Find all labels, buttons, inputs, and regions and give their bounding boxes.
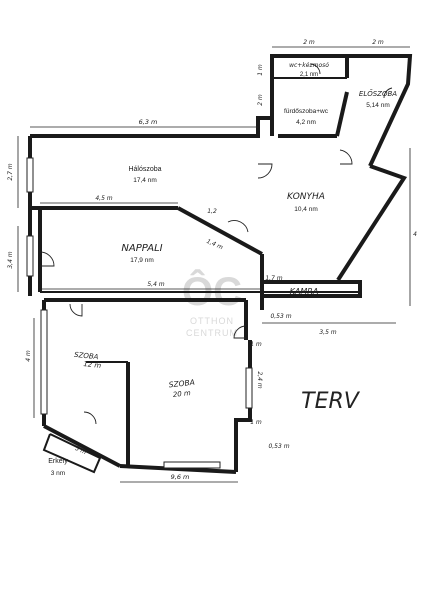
wc-area: 2,1 nm — [300, 72, 318, 78]
room-labels: Hálószoba 17,4 nm NAPPALI 17,9 nm KONYHA… — [48, 62, 397, 477]
dim-pantry-height: 1,7 m — [265, 275, 282, 282]
watermark-line2: CENTRUM — [186, 328, 238, 338]
dim-gap-upper: 0,53 m — [270, 313, 291, 320]
watermark-line1: OTTHON — [190, 316, 234, 326]
dimension-lines — [17, 46, 411, 483]
bathroom-area: 4,2 nm — [296, 119, 316, 126]
balcony-name: Erkély — [48, 458, 68, 465]
hall-area: 5,14 nm — [366, 102, 390, 109]
dim-bedroom-width: 6,3 m — [139, 118, 158, 126]
wc-name: wc+kézmosó — [289, 62, 329, 69]
dimension-labels: 2 m 2 m 1 m 2 m 6,3 m 2,7 m 4,5 m 1,2 3,… — [7, 39, 417, 481]
bathroom-name: fürdőszoba+wc — [284, 108, 329, 115]
dim-gap-lower: 0,53 m — [268, 443, 289, 450]
dim-right-edge: 4 — [413, 231, 417, 238]
dim-room1-height: 4 m — [25, 350, 32, 362]
dim-top-wc: 2 m — [303, 39, 315, 46]
pantry-name: KAMRA — [290, 287, 319, 296]
dim-bedroom-height: 2,7 m — [7, 163, 14, 180]
living-name: NAPPALI — [121, 243, 162, 254]
room2-name: SZOBA — [168, 378, 195, 390]
dim-hall-width: 4,5 m — [95, 195, 112, 202]
dim-room2-right: 2,4 m — [256, 371, 263, 388]
room2-area: 20 m — [172, 389, 191, 399]
dim-wc-height: 1 m — [257, 64, 264, 76]
dim-balcony: 5 m — [74, 445, 88, 456]
dim-living-height: 3,4 m — [7, 251, 14, 268]
dim-bottom-width: 9,6 m — [171, 473, 190, 481]
plan-status-label: TERV — [301, 389, 361, 414]
hall-name: ELŐSZOBA — [359, 89, 397, 98]
dim-seg-b: 1 m — [250, 419, 262, 426]
dim-right-width: 3,5 m — [319, 329, 336, 336]
dim-pantry-width: 5,4 m — [147, 281, 164, 288]
balcony-area: 3 nm — [51, 470, 65, 477]
bedroom-name: Hálószoba — [128, 166, 161, 173]
room1-area: 12 m — [83, 360, 102, 370]
bedroom-area: 17,4 nm — [133, 177, 157, 184]
watermark-logo: ÔC OTTHON CENTRUM — [182, 268, 242, 338]
kitchen-name: KONYHA — [287, 192, 325, 202]
windows — [26, 157, 253, 469]
room1-name: SZOBA — [74, 351, 99, 362]
dim-living-inner: 1,4 m — [205, 238, 224, 251]
doors — [39, 63, 393, 425]
dim-diag-short: 1,2 — [207, 208, 217, 215]
dim-top-hall: 2 m — [372, 39, 384, 46]
dim-seg-a: 1 m — [250, 341, 262, 348]
living-area: 17,9 nm — [130, 257, 154, 264]
kitchen-area: 10,4 nm — [294, 206, 318, 213]
dim-bath-height: 2 m — [257, 94, 264, 106]
